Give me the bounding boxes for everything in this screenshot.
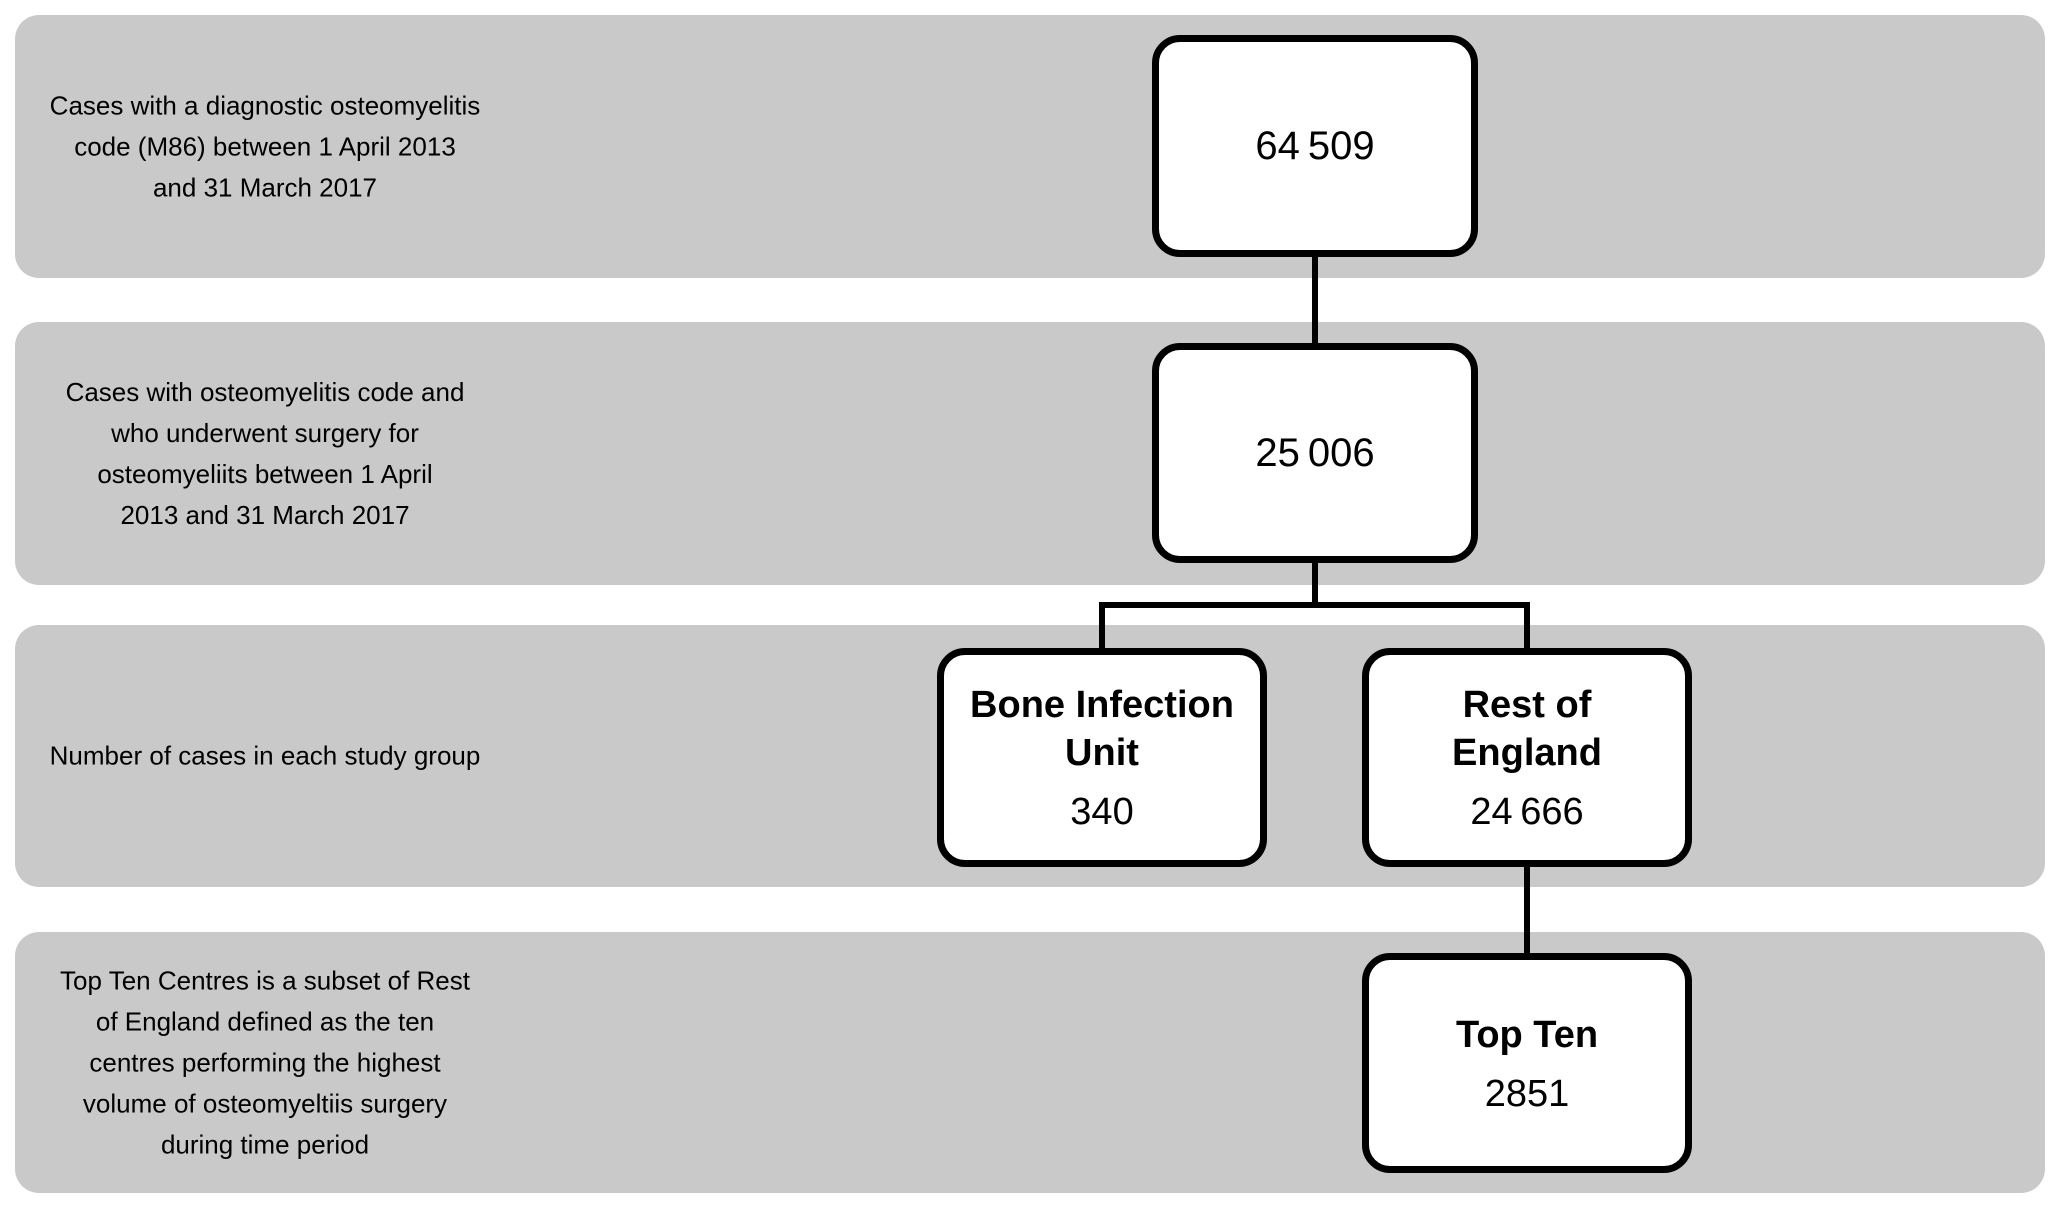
node-total-cases: 64 509 (1152, 35, 1478, 257)
node-surgery-cases: 25 006 (1152, 343, 1478, 563)
node-surgery-cases-value: 25 006 (1255, 430, 1375, 475)
band-diagnostic-code-label: Cases with a diagnostic osteomyelitis co… (49, 90, 481, 202)
node-top-ten-title: Top Ten (1455, 1013, 1599, 1056)
connector-branch-to-bone-infection-unit (1099, 602, 1105, 654)
node-rest-of-england-title: Rest of England (1452, 684, 1602, 774)
node-rest-of-england-value: 24 666 (1470, 791, 1584, 833)
node-rest-of-england: Rest of England 24 666 (1362, 648, 1692, 867)
connector-branch-horizontal (1099, 602, 1530, 608)
node-bone-infection-unit-title: Bone Infection Unit (970, 684, 1234, 774)
connector-branch-to-rest-of-england (1524, 602, 1530, 654)
band-top-ten-definition: Top Ten Centres is a subset of Rest of E… (15, 932, 2045, 1193)
band-surgery-cases-label: Cases with osteomyelitis code and who un… (65, 376, 465, 530)
connector-rest-of-england-to-top-ten (1524, 860, 1530, 960)
band-top-ten-definition-label: Top Ten Centres is a subset of Rest of E… (60, 965, 470, 1159)
connector-total-to-surgery (1312, 250, 1318, 350)
node-bone-infection-unit: Bone Infection Unit 340 (937, 648, 1267, 867)
node-total-cases-value: 64 509 (1255, 123, 1375, 168)
node-top-ten: Top Ten 2851 (1362, 953, 1692, 1173)
band-study-groups-label: Number of cases in each study group (49, 740, 481, 771)
band-diagnostic-code: Cases with a diagnostic osteomyelitis co… (15, 15, 2045, 278)
band-surgery-cases: Cases with osteomyelitis code and who un… (15, 322, 2045, 585)
connector-surgery-to-branch (1312, 558, 1318, 608)
node-top-ten-value: 2851 (1484, 1072, 1570, 1115)
node-bone-infection-unit-value: 340 (1070, 791, 1134, 833)
